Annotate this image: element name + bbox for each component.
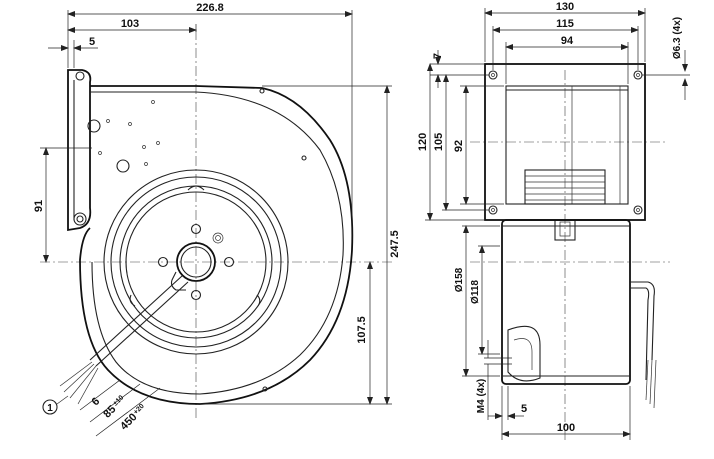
dim-hole-spacing-h: 115	[556, 18, 574, 30]
dim-inlet-offset: 103	[121, 18, 139, 30]
dim-overall-height: 247.5	[389, 230, 401, 258]
dim-flange-offset: 5	[89, 36, 95, 48]
dim-dia-118: Ø118	[470, 280, 481, 304]
dim-hole-spacing-v: 105	[433, 133, 445, 151]
dim-hole-dia: Ø6.3 (4x)	[672, 17, 683, 59]
callout-1: 1	[47, 403, 53, 414]
side-view: 130 115 94 Ø6.3 (4x) 7 120 105	[417, 1, 690, 440]
dim-side-5: 5	[521, 403, 527, 415]
dim-edge-7: 7	[432, 53, 444, 59]
dim-flange-width: 130	[556, 1, 574, 13]
dim-cable-450-tol: +20	[132, 403, 145, 416]
dim-cable-6: 6	[89, 395, 102, 408]
dim-flange-height: 120	[417, 133, 429, 151]
dim-mount-spacing: 91	[33, 200, 45, 212]
dim-overall-width: 226.8	[196, 2, 224, 14]
dim-dia-158: Ø158	[454, 267, 465, 292]
dim-center-height: 107.5	[356, 316, 368, 344]
dim-depth-100: 100	[557, 422, 575, 434]
front-view: 226.8 103 5 91 247.5 107.5 6 85 ±10 4	[33, 2, 401, 437]
dim-body-height: 92	[453, 140, 465, 152]
dim-body-width: 94	[561, 35, 574, 47]
dim-thread: M4 (4x)	[476, 379, 487, 413]
